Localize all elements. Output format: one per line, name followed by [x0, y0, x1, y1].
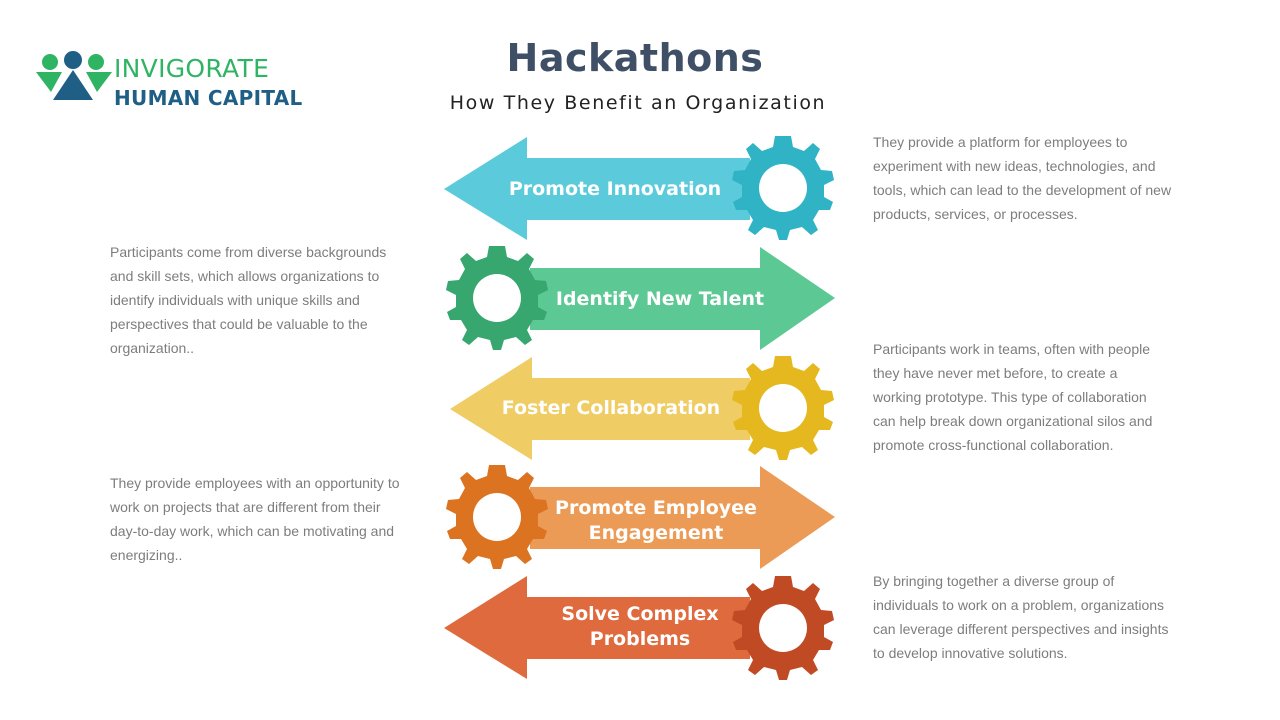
- label-line: Identify New Talent: [555, 288, 765, 310]
- right-arrow-shape: [530, 247, 835, 350]
- benefit-arrow-solve-complex-problems: [444, 576, 834, 680]
- gear-icon: [446, 465, 548, 569]
- label-line: Foster Collaboration: [501, 397, 721, 419]
- left-arrow-shape: [444, 576, 750, 679]
- logo-line2: HUMAN CAPITAL: [114, 86, 303, 110]
- gear-icon: [446, 246, 548, 350]
- benefit-label-solve-complex-problems: Solve Complex Problems: [530, 602, 750, 652]
- label-line: Promote Employee: [555, 497, 757, 519]
- description-promote-innovation: They provide a platform for employees to…: [873, 134, 1172, 222]
- gear-icon: [732, 576, 834, 680]
- benefit-arrow-foster-collaboration: [450, 356, 834, 460]
- benefit-arrow-promote-employee-engagement: [446, 465, 835, 569]
- benefit-label-foster-collaboration: Foster Collaboration: [482, 396, 740, 421]
- benefit-label-identify-new-talent: Identify New Talent: [540, 287, 780, 312]
- description-solve-complex-problems: By bringing together a diverse group of …: [873, 573, 1169, 661]
- benefit-arrow-identify-new-talent: [446, 246, 835, 350]
- benefit-label-promote-innovation: Promote Innovation: [490, 177, 740, 202]
- benefit-label-promote-employee-engagement: Promote Employee Engagement: [536, 496, 776, 546]
- label-line: Engagement: [588, 522, 724, 544]
- label-line: Solve Complex: [561, 603, 719, 625]
- page-subtitle: How They Benefit an Organization: [449, 92, 827, 114]
- left-arrow-shape: [450, 357, 750, 460]
- description-identify-new-talent: Participants come from diverse backgroun…: [110, 244, 387, 356]
- company-logo: INVIGORATE HUMAN CAPITAL: [36, 50, 306, 112]
- left-arrow-shape: [444, 137, 750, 240]
- description-promote-employee-engagement: They provide employees with an opportuni…: [110, 475, 400, 563]
- logo-people-icon: [36, 51, 112, 100]
- gear-icon: [732, 136, 834, 240]
- benefit-arrow-promote-innovation: [444, 136, 834, 240]
- label-line: Promote Innovation: [508, 178, 722, 200]
- logo-line1: INVIGORATE: [114, 54, 270, 83]
- gear-icon: [732, 356, 834, 460]
- description-foster-collaboration: Participants work in teams, often with p…: [873, 341, 1153, 453]
- page-title: Hackathons: [506, 36, 764, 80]
- label-line: Problems: [589, 628, 691, 650]
- right-arrow-shape: [530, 466, 835, 569]
